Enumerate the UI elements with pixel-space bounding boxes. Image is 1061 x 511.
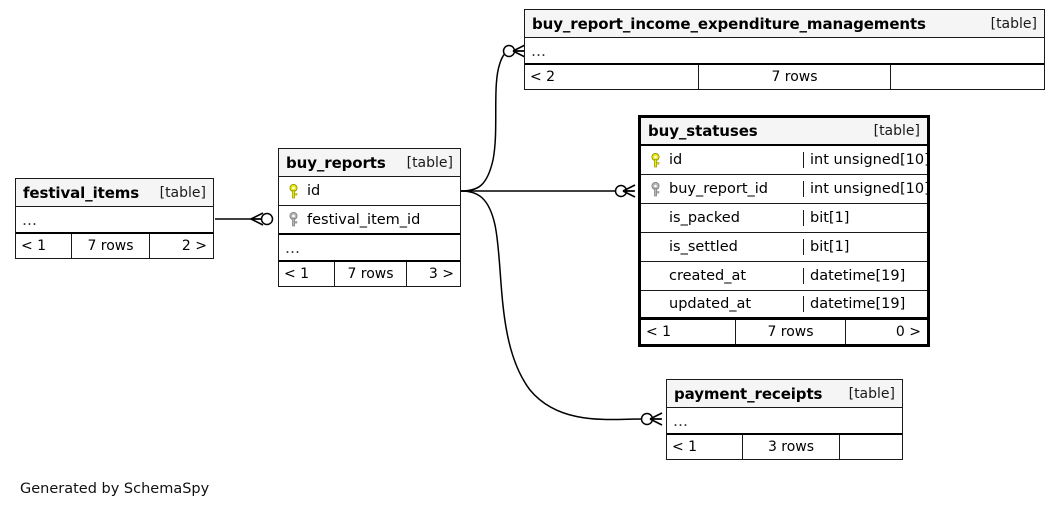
- footer-children-count: [891, 65, 1044, 89]
- column-name-cell: is_settled: [641, 239, 803, 255]
- table-type-tag: [table]: [848, 385, 895, 402]
- column-row[interactable]: is_settled bit[1]: [641, 233, 927, 262]
- table-header: payment_receipts [table]: [667, 380, 902, 408]
- connector-buy-reports-to-income-expenditure: [460, 44, 526, 192]
- footer-children-count: 3 >: [428, 266, 454, 282]
- primary-key-icon: [649, 152, 662, 168]
- table-title: buy_report_income_expenditure_management…: [532, 14, 926, 33]
- column-row[interactable]: buy_report_id int unsigned[10]: [641, 175, 930, 204]
- collapsed-columns-indicator[interactable]: …: [525, 38, 1044, 65]
- primary-key-icon: [287, 183, 300, 199]
- column-name-cell: created_at: [641, 268, 803, 284]
- column-type: int unsigned[10]: [803, 152, 930, 168]
- column-name-cell: updated_at: [641, 296, 803, 312]
- column-row[interactable]: festival_item_id: [279, 206, 460, 235]
- collapsed-columns-indicator[interactable]: …: [667, 408, 902, 435]
- column-name: buy_report_id: [669, 181, 768, 197]
- footer-row-count: 7 rows: [335, 262, 407, 286]
- collapsed-columns-indicator[interactable]: …: [16, 207, 213, 234]
- no-key-icon: [649, 297, 662, 312]
- connector-festival-items-to-buy-reports: [215, 212, 274, 226]
- footer-children-count: 2 >: [181, 238, 207, 254]
- column-row[interactable]: is_packed bit[1]: [641, 204, 927, 233]
- table-title: buy_statuses: [648, 122, 758, 140]
- column-row[interactable]: id: [279, 177, 460, 206]
- footer-parents-count: < 1: [641, 320, 736, 344]
- footer-children-count: 0 >: [895, 324, 921, 340]
- footer-row-count: 7 rows: [699, 65, 891, 89]
- column-name: id: [669, 152, 683, 168]
- table-footer: < 1 7 rows 2 >: [16, 234, 213, 258]
- footer-row-count: 7 rows: [72, 234, 150, 258]
- footer-parents-count: < 2: [525, 65, 699, 89]
- footer-children-count: [840, 435, 902, 459]
- table-footer: < 2 7 rows: [525, 65, 1044, 89]
- connector-buy-reports-to-buy-statuses: [461, 184, 636, 198]
- column-name: is_packed: [669, 210, 740, 226]
- table-type-tag: [table]: [406, 154, 453, 171]
- footer-row-count: 3 rows: [743, 435, 840, 459]
- column-name: id: [307, 183, 321, 199]
- collapsed-columns-indicator[interactable]: …: [279, 235, 460, 262]
- table-title: payment_receipts: [674, 384, 823, 403]
- table-footer: < 1 7 rows 3 >: [279, 262, 460, 286]
- column-name-cell: festival_item_id: [279, 212, 460, 228]
- table-buy-report-income-expenditure-managements[interactable]: buy_report_income_expenditure_management…: [524, 9, 1045, 90]
- table-footer: < 1 7 rows 0 >: [641, 320, 927, 344]
- column-type: bit[1]: [803, 210, 927, 226]
- column-name-cell: buy_report_id: [641, 181, 803, 197]
- table-title: festival_items: [23, 183, 140, 202]
- generated-by-note: Generated by SchemaSpy: [20, 481, 210, 497]
- column-name: festival_item_id: [307, 211, 421, 228]
- table-type-tag: [table]: [159, 184, 206, 201]
- column-row[interactable]: created_at datetime[19]: [641, 262, 927, 291]
- table-payment-receipts[interactable]: payment_receipts [table] … < 1 3 rows: [666, 379, 903, 460]
- foreign-key-icon: [287, 212, 300, 227]
- table-type-tag: [table]: [873, 123, 920, 139]
- table-header: buy_statuses [table]: [641, 118, 927, 146]
- table-buy-statuses[interactable]: buy_statuses [table] id int unsigned[10]: [638, 115, 930, 347]
- column-name-cell: is_packed: [641, 210, 803, 226]
- footer-row-count: 7 rows: [736, 320, 846, 344]
- column-name: updated_at: [669, 296, 752, 312]
- column-name-cell: id: [641, 152, 803, 168]
- table-title: buy_reports: [286, 153, 386, 172]
- no-key-icon: [649, 211, 662, 226]
- connector-buy-reports-to-payment-receipts: [460, 190, 663, 426]
- footer-parents-count: < 1: [16, 234, 72, 258]
- table-footer: < 1 3 rows: [667, 435, 902, 459]
- table-header: festival_items [table]: [16, 179, 213, 207]
- footer-parents-count: < 1: [279, 262, 335, 286]
- no-key-icon: [649, 240, 662, 255]
- column-type: int unsigned[10]: [803, 181, 930, 197]
- table-festival-items[interactable]: festival_items [table] … < 1 7 rows 2 >: [15, 178, 214, 259]
- column-name-cell: id: [279, 183, 460, 199]
- table-buy-reports[interactable]: buy_reports [table] id: [278, 148, 461, 287]
- foreign-key-icon: [649, 181, 662, 197]
- table-type-tag: [table]: [990, 15, 1037, 32]
- column-name: created_at: [669, 268, 747, 284]
- column-type: datetime[19]: [803, 296, 927, 312]
- column-type: datetime[19]: [803, 268, 927, 284]
- table-header: buy_reports [table]: [279, 149, 460, 177]
- column-type: bit[1]: [803, 239, 927, 255]
- column-row[interactable]: id int unsigned[10]: [641, 146, 930, 175]
- no-key-icon: [649, 269, 662, 284]
- column-name: is_settled: [669, 239, 738, 255]
- column-row[interactable]: updated_at datetime[19]: [641, 291, 927, 320]
- table-header: buy_report_income_expenditure_management…: [525, 10, 1044, 38]
- footer-parents-count: < 1: [667, 435, 743, 459]
